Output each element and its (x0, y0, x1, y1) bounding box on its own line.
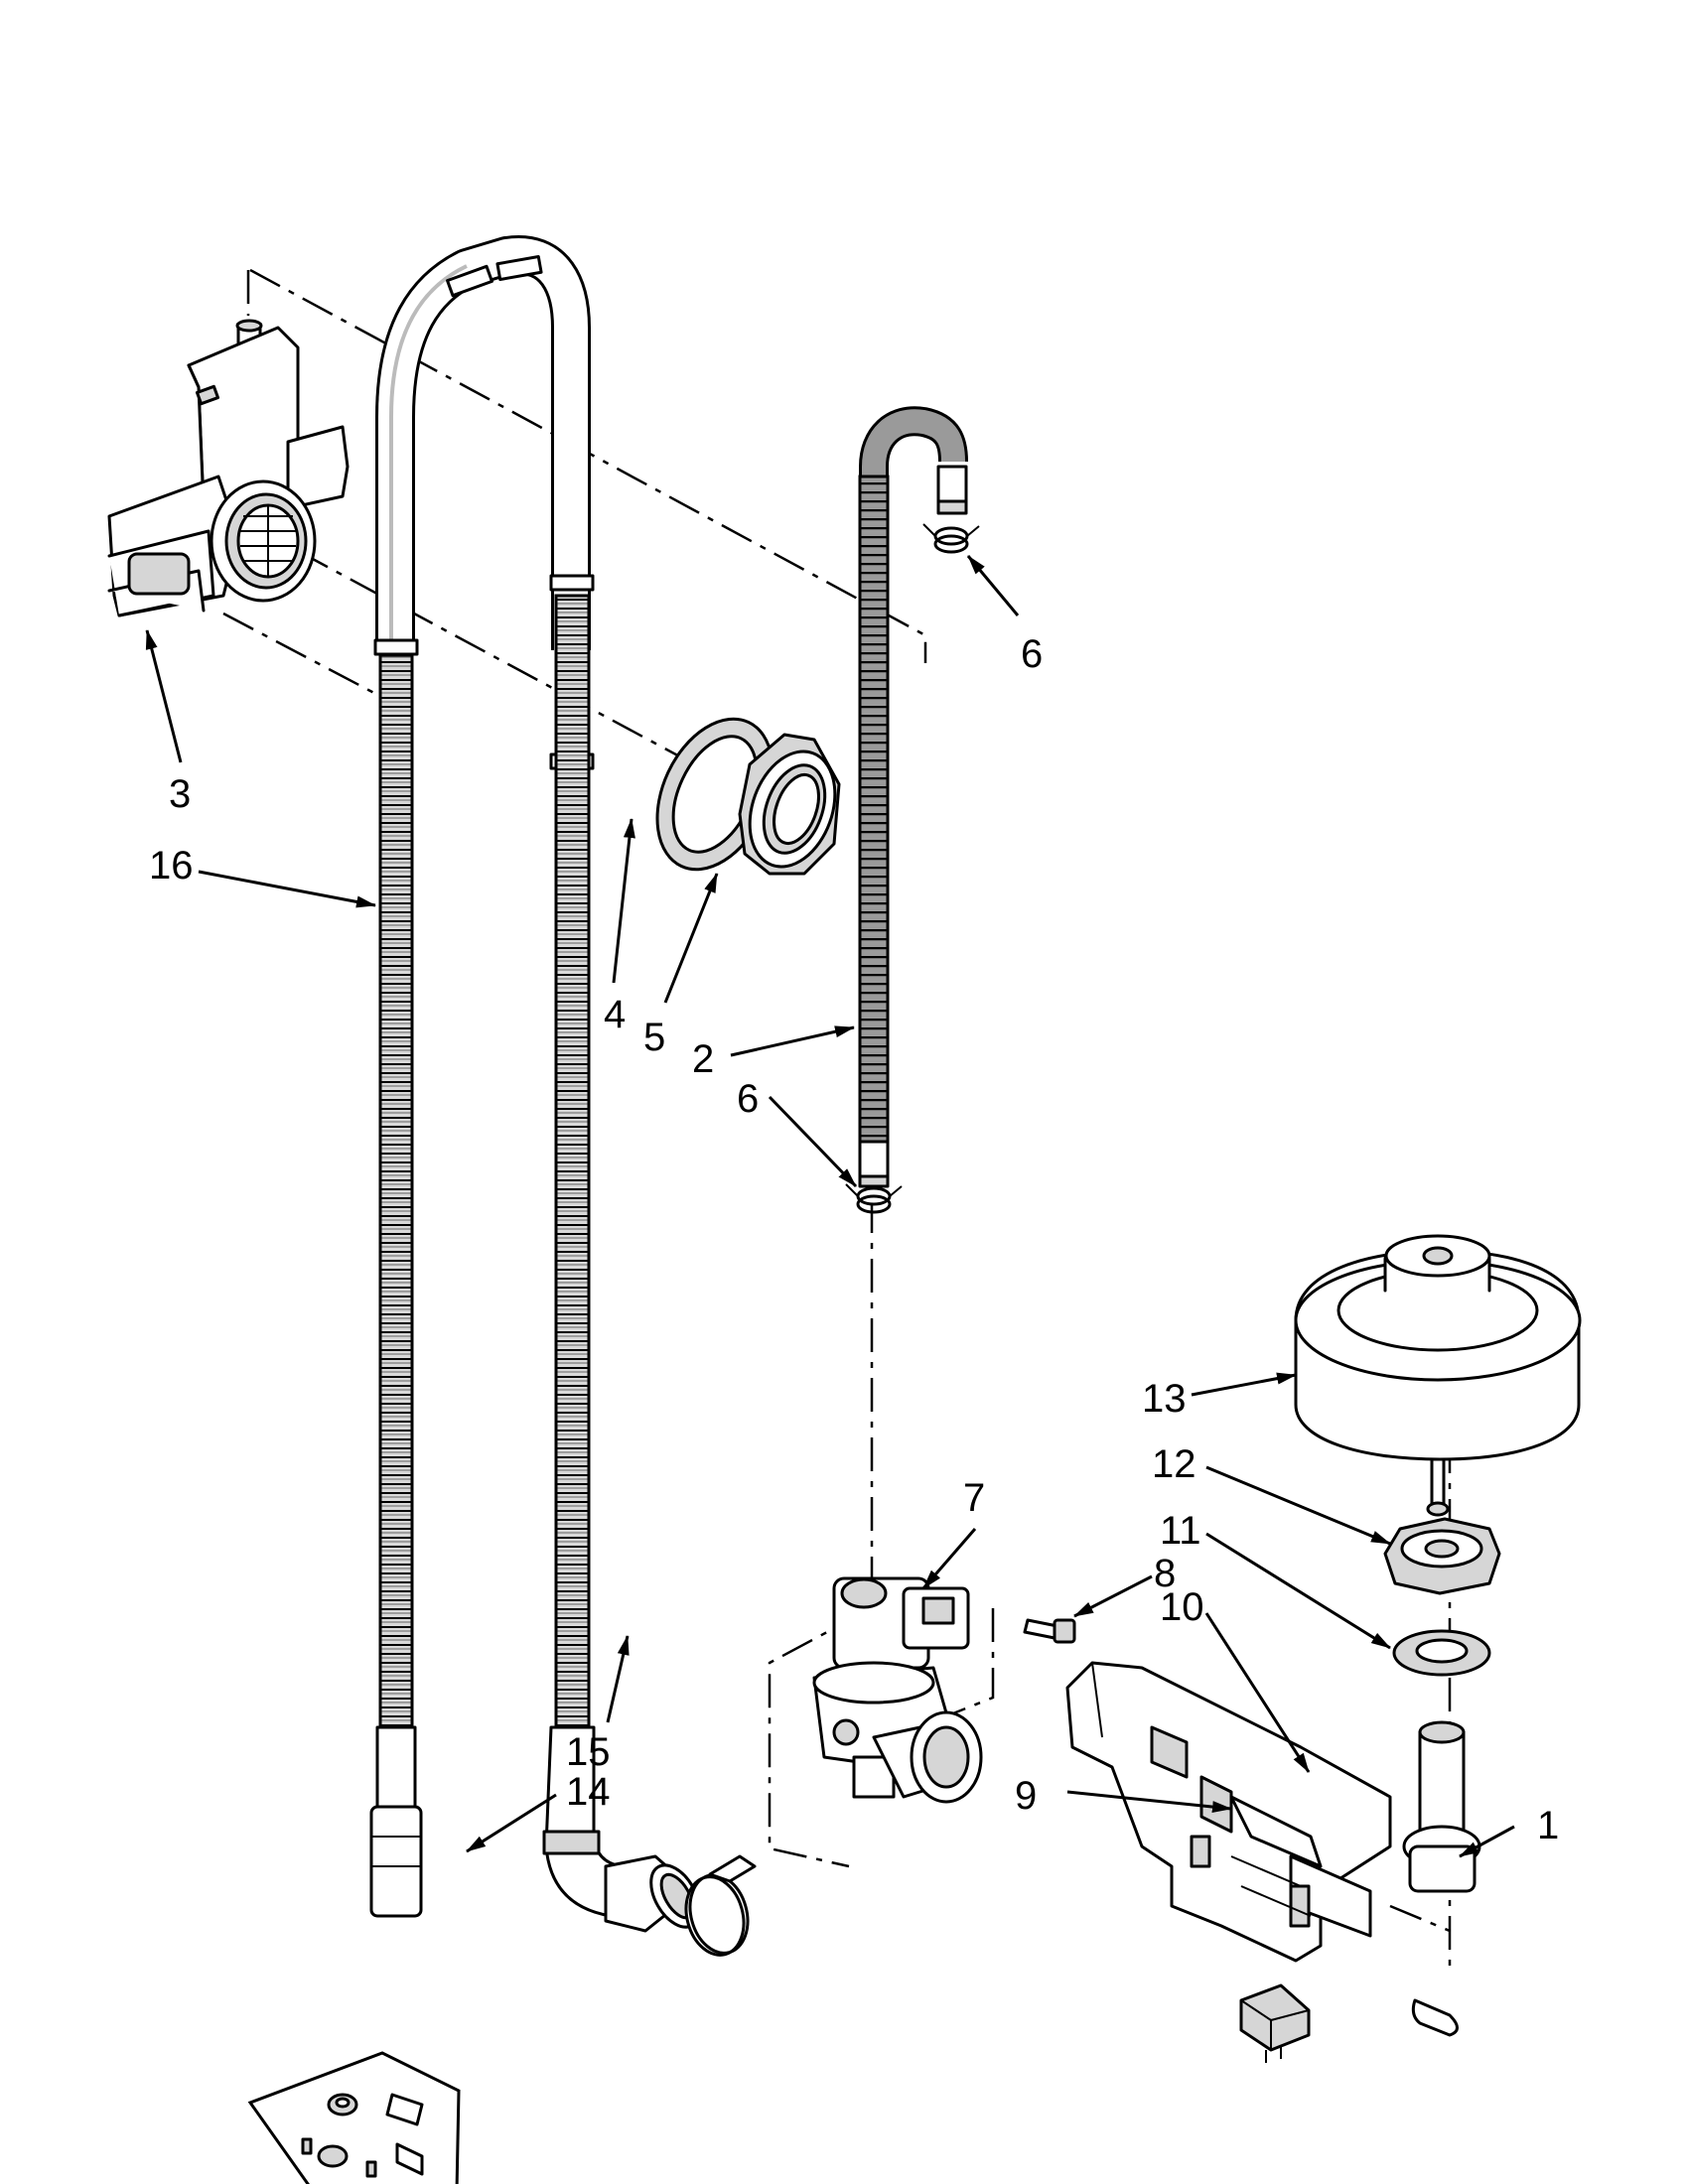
callout-10: 10 (1160, 1585, 1204, 1629)
leader-arrows (145, 555, 1515, 1858)
callout-2: 2 (692, 1037, 714, 1081)
leader-9 (1066, 1790, 1232, 1814)
part-6-clamp-upper (922, 523, 980, 554)
part-16-drain-hose (369, 235, 701, 1933)
part-6-clamp-lower (845, 1183, 903, 1214)
part-8-screw (1023, 1618, 1076, 1644)
leader-6b (768, 1095, 858, 1188)
part-13-float (1294, 1234, 1582, 1517)
part-12-nut (1383, 1517, 1501, 1595)
callout-11: 11 (1160, 1509, 1201, 1553)
callout-6-upper: 6 (1021, 632, 1043, 676)
callout-13: 13 (1142, 1377, 1187, 1421)
callout-3: 3 (169, 772, 191, 816)
leader-7 (921, 1528, 977, 1589)
leader-11 (1205, 1532, 1391, 1650)
part-7-water-valve (812, 1576, 983, 1804)
callout-5: 5 (643, 1016, 665, 1059)
callout-15: 15 (566, 1730, 611, 1774)
part-2-inlet-hose (858, 406, 968, 1188)
part-15-hose-clamp (684, 1854, 757, 1957)
leader-5 (663, 873, 719, 1004)
leader-15 (606, 1635, 630, 1723)
leader-13 (1191, 1372, 1297, 1397)
part-1-clip (1411, 1998, 1459, 2037)
part-14-hardware-bag (247, 2051, 461, 2184)
part-5-nut (738, 733, 841, 876)
leader-8 (1073, 1574, 1153, 1618)
leader-14 (466, 1793, 557, 1853)
part-11-washer (1392, 1629, 1491, 1677)
part-9-micro-switch (1239, 1983, 1311, 2063)
leader-6a (966, 555, 1020, 616)
callout-12: 12 (1152, 1442, 1196, 1486)
leader-3 (145, 629, 183, 763)
part-3-vent-bracket (107, 319, 350, 617)
callout-labels: 3 16 4 5 2 6 6 7 8 13 12 11 10 15 14 9 1 (149, 632, 1559, 1847)
leader-12 (1205, 1465, 1391, 1546)
leader-4 (612, 818, 635, 984)
callout-4: 4 (604, 993, 626, 1036)
leader-16 (198, 870, 376, 908)
callout-6-lower: 6 (737, 1077, 759, 1121)
leader-10 (1204, 1612, 1311, 1773)
callout-7: 7 (963, 1476, 985, 1520)
callout-8: 8 (1154, 1552, 1176, 1595)
leader-1 (1459, 1825, 1515, 1858)
callout-1: 1 (1537, 1804, 1559, 1847)
callout-14: 14 (566, 1770, 611, 1814)
callout-9: 9 (1015, 1774, 1037, 1818)
leader-2 (730, 1025, 855, 1057)
part-10-float-switch-bracket (1065, 1661, 1481, 1963)
callout-16: 16 (149, 844, 194, 887)
